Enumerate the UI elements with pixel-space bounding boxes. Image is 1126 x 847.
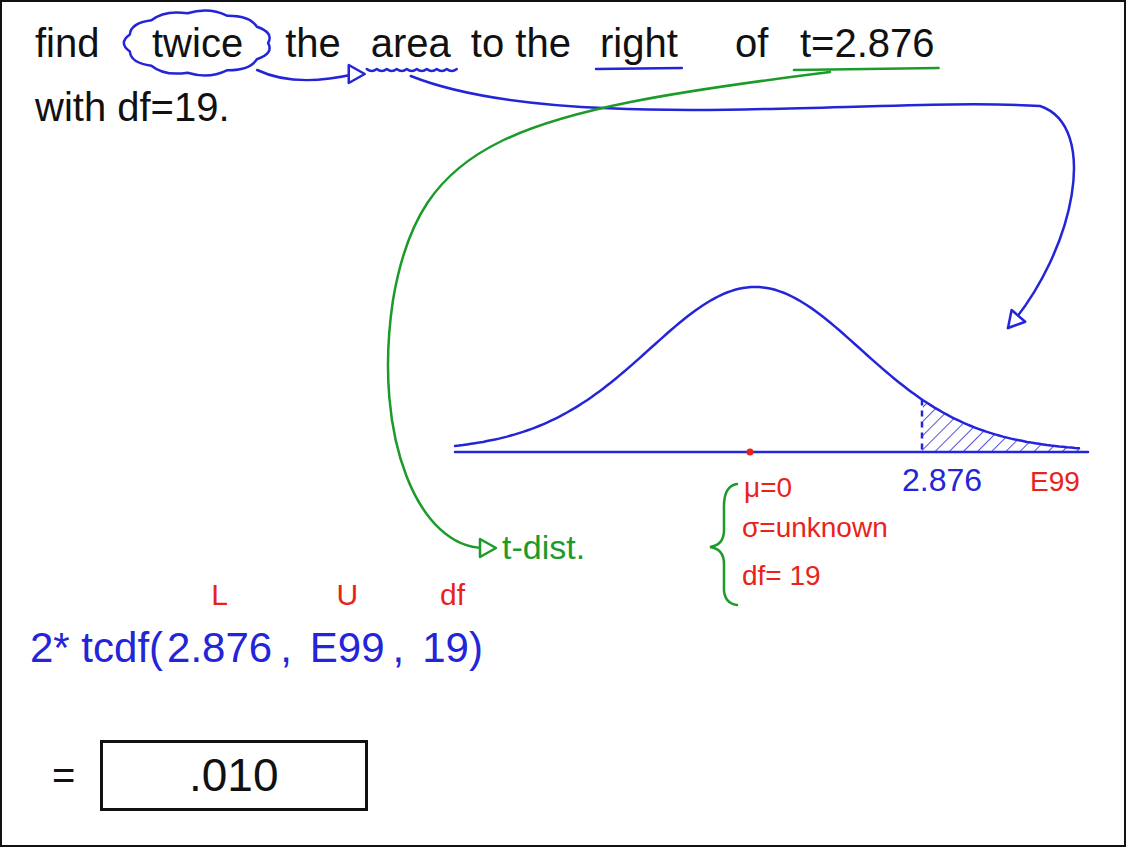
leader-line (257, 70, 355, 80)
mean-dot (747, 449, 754, 456)
answer-box: .010 (100, 740, 368, 811)
formula-part: E99 (310, 624, 385, 672)
question-word: t=2.876 (800, 20, 935, 66)
formula-part: 19) (422, 624, 483, 672)
t-curve (455, 287, 1079, 448)
wavy-underline (367, 69, 457, 71)
cloud-highlight-text: twice (152, 20, 243, 66)
formula-part: 2* tcdf( (30, 624, 163, 672)
arrow-head (349, 65, 365, 83)
leader-line (388, 72, 830, 548)
shaded-tail (922, 400, 1082, 452)
underline (596, 68, 682, 69)
question-word: find (35, 20, 100, 66)
arrow-head (480, 539, 496, 557)
question-word: area (371, 20, 451, 66)
question-word: the (285, 20, 341, 66)
parameter: μ=0 (744, 472, 792, 504)
formula-part: , (280, 624, 292, 672)
argument-tag: df (440, 578, 465, 613)
axis-value: 2.876 (902, 462, 982, 499)
distribution-name: t-dist. (502, 528, 585, 567)
brace (710, 484, 737, 605)
argument-tag: U (336, 578, 358, 613)
parameter: σ=unknown (742, 512, 888, 544)
question-word: of (735, 20, 768, 66)
underline (794, 68, 939, 70)
arrow-head (1008, 310, 1025, 328)
cloud-path (124, 11, 270, 76)
axis-value: E99 (1030, 466, 1080, 498)
cloud-highlight: twice (118, 6, 277, 80)
question-word: to the (471, 20, 571, 66)
leader-line (411, 76, 1074, 328)
cutoff-line (921, 400, 924, 453)
equals-sign: = (52, 752, 75, 798)
parameter: df= 19 (742, 560, 821, 592)
argument-tag: L (211, 578, 228, 613)
formula-part: , (393, 624, 405, 672)
formula-part: 2.876 (167, 624, 272, 672)
answer-box-text: .010 (189, 749, 279, 802)
question-word: right (600, 20, 678, 66)
question-word: with df=19. (35, 84, 230, 130)
